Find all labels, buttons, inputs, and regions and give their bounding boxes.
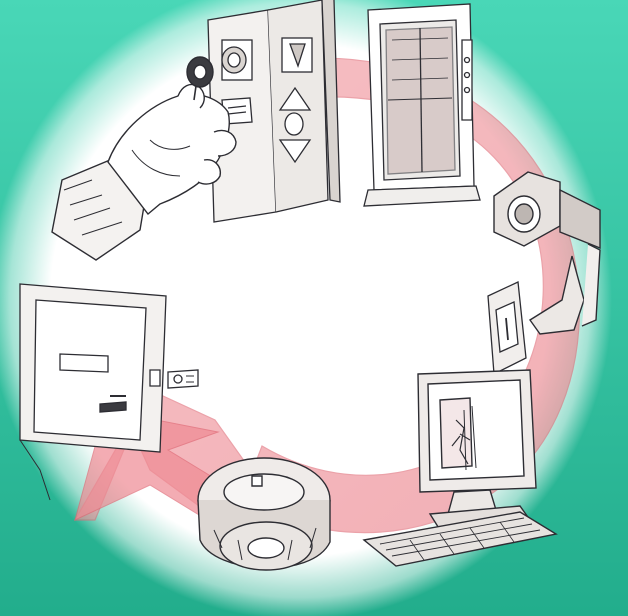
smoke-detector-icon [198, 458, 330, 570]
door-handle-icon [100, 402, 126, 412]
elevator-door-icon [364, 4, 480, 206]
